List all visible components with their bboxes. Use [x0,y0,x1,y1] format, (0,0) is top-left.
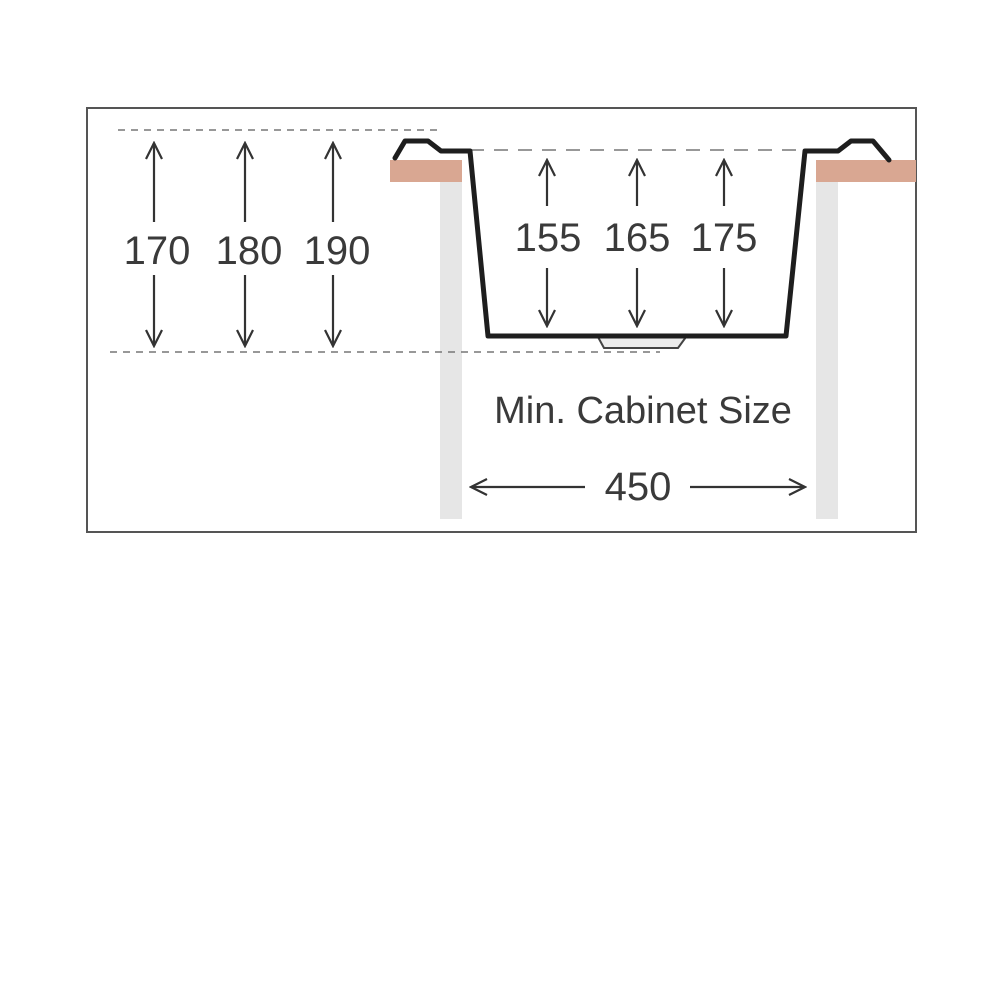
diagram-frame [86,107,917,533]
cabinet-side-right [816,182,838,519]
bowl-depth-arrows [547,160,724,326]
countertop-right [816,160,916,182]
cabinet-size-label: Min. Cabinet Size [494,390,792,432]
sink-drain [597,336,687,349]
overall-height-label-190: 190 [304,229,371,273]
bowl-depth-label-165: 165 [604,216,671,260]
countertop-left [390,160,462,182]
cabinet-side-left [440,182,462,519]
overall-height-arrows [154,143,333,346]
bowl-depth-label-155: 155 [515,216,582,260]
overall-height-label-180: 180 [216,229,283,273]
cabinet-width-label: 450 [605,465,672,509]
bowl-depth-label-175: 175 [691,216,758,260]
sink-outline [392,138,892,339]
overall-height-label-170: 170 [124,229,191,273]
